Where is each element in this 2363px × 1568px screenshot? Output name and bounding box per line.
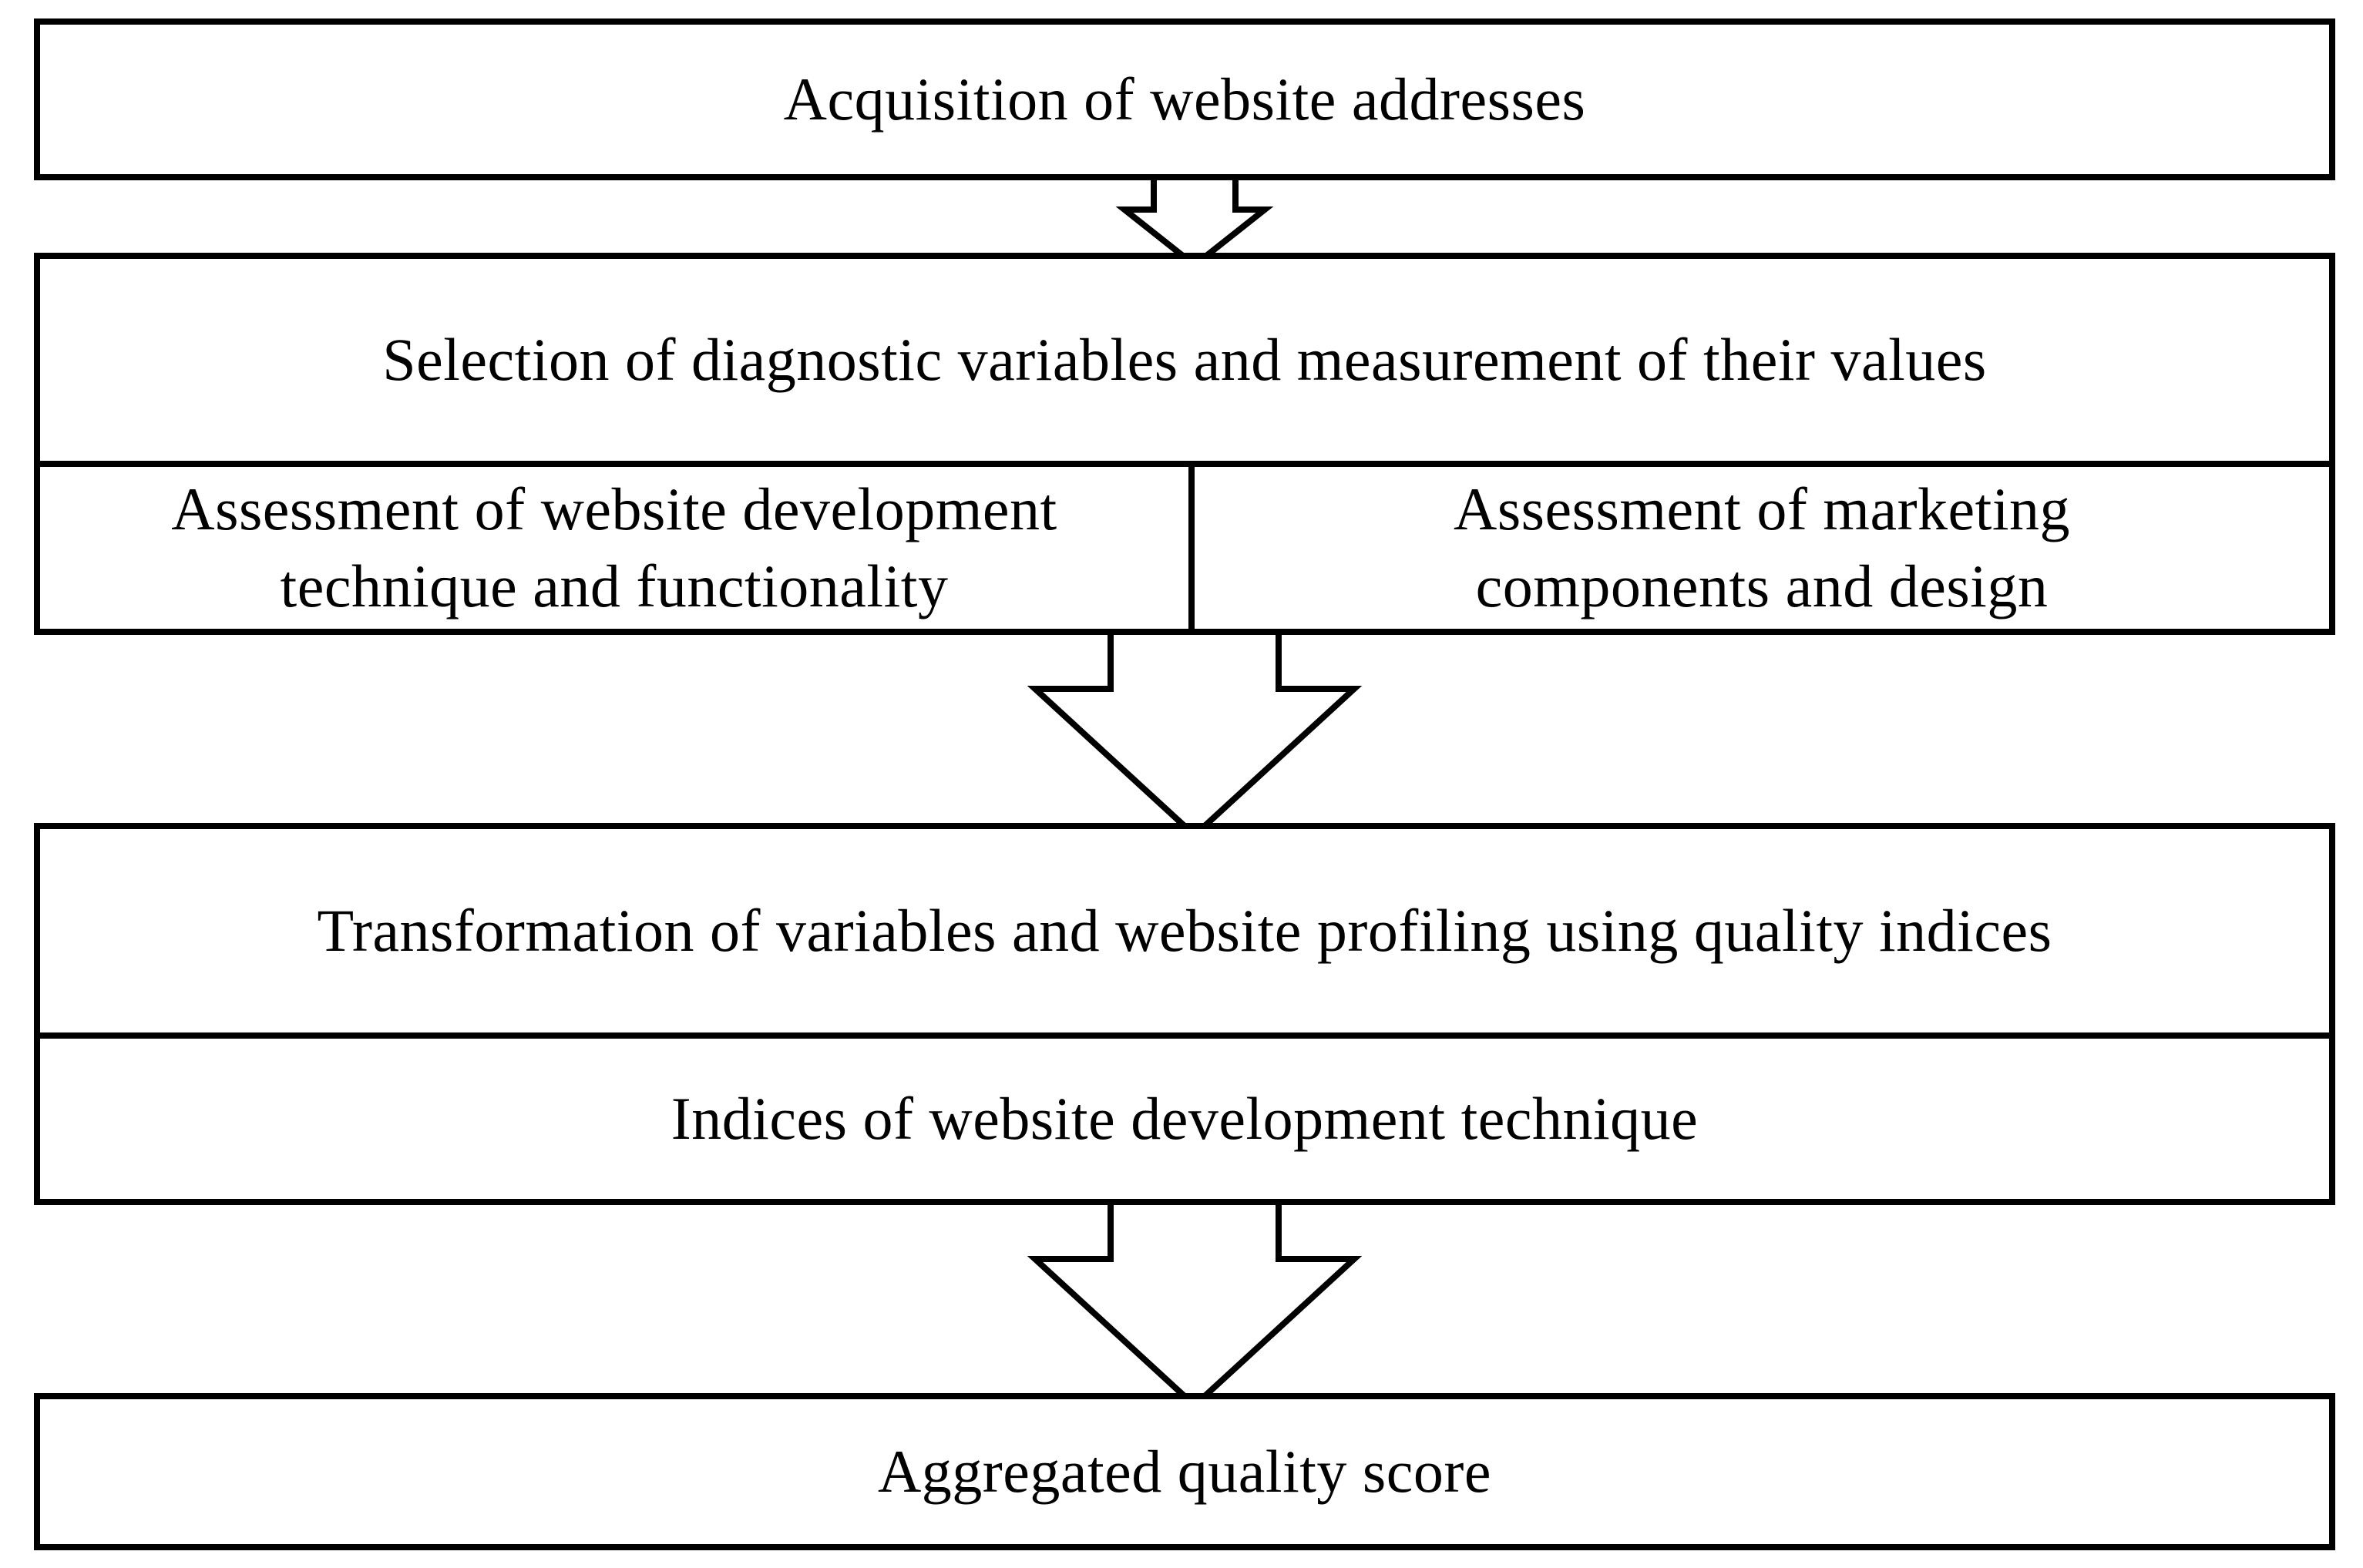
assessment-left-line-1: Assessment of website development xyxy=(171,475,1057,542)
arrow-down-icon xyxy=(1027,629,1363,840)
step-acquisition-label: Acquisition of website addresses xyxy=(783,65,1586,133)
arrow-down-icon xyxy=(1115,174,1274,270)
step-aggregated-box: Aggregated quality score xyxy=(34,1393,2335,1550)
divider-line-vertical xyxy=(1188,464,1195,629)
arrow-joint-mask xyxy=(1157,180,1232,186)
step-aggregated-label: Aggregated quality score xyxy=(877,1438,1492,1505)
assessment-left-line-2: technique and functionality xyxy=(280,552,949,619)
step-acquisition-box: Acquisition of website addresses xyxy=(34,18,2335,180)
step-transformation-box: Transformation of variables and website … xyxy=(34,823,2335,1205)
assessment-left-label: Assessment of website development techni… xyxy=(40,467,1188,629)
assessment-right-label: Assessment of marketing components and d… xyxy=(1195,467,2329,629)
step-indices-label: Indices of website development technique xyxy=(671,1085,1699,1152)
divider-line xyxy=(40,1032,2329,1039)
assessment-right-line-2: components and design xyxy=(1475,552,2049,619)
arrow-down-icon xyxy=(1027,1199,1363,1410)
step-transformation-label: Transformation of variables and website … xyxy=(317,897,2052,964)
divider-line xyxy=(40,461,2329,467)
step-selection-box: Selection of diagnostic variables and me… xyxy=(34,253,2335,635)
assessment-right-line-1: Assessment of marketing xyxy=(1453,475,2071,542)
step-selection-label: Selection of diagnostic variables and me… xyxy=(382,326,1987,393)
